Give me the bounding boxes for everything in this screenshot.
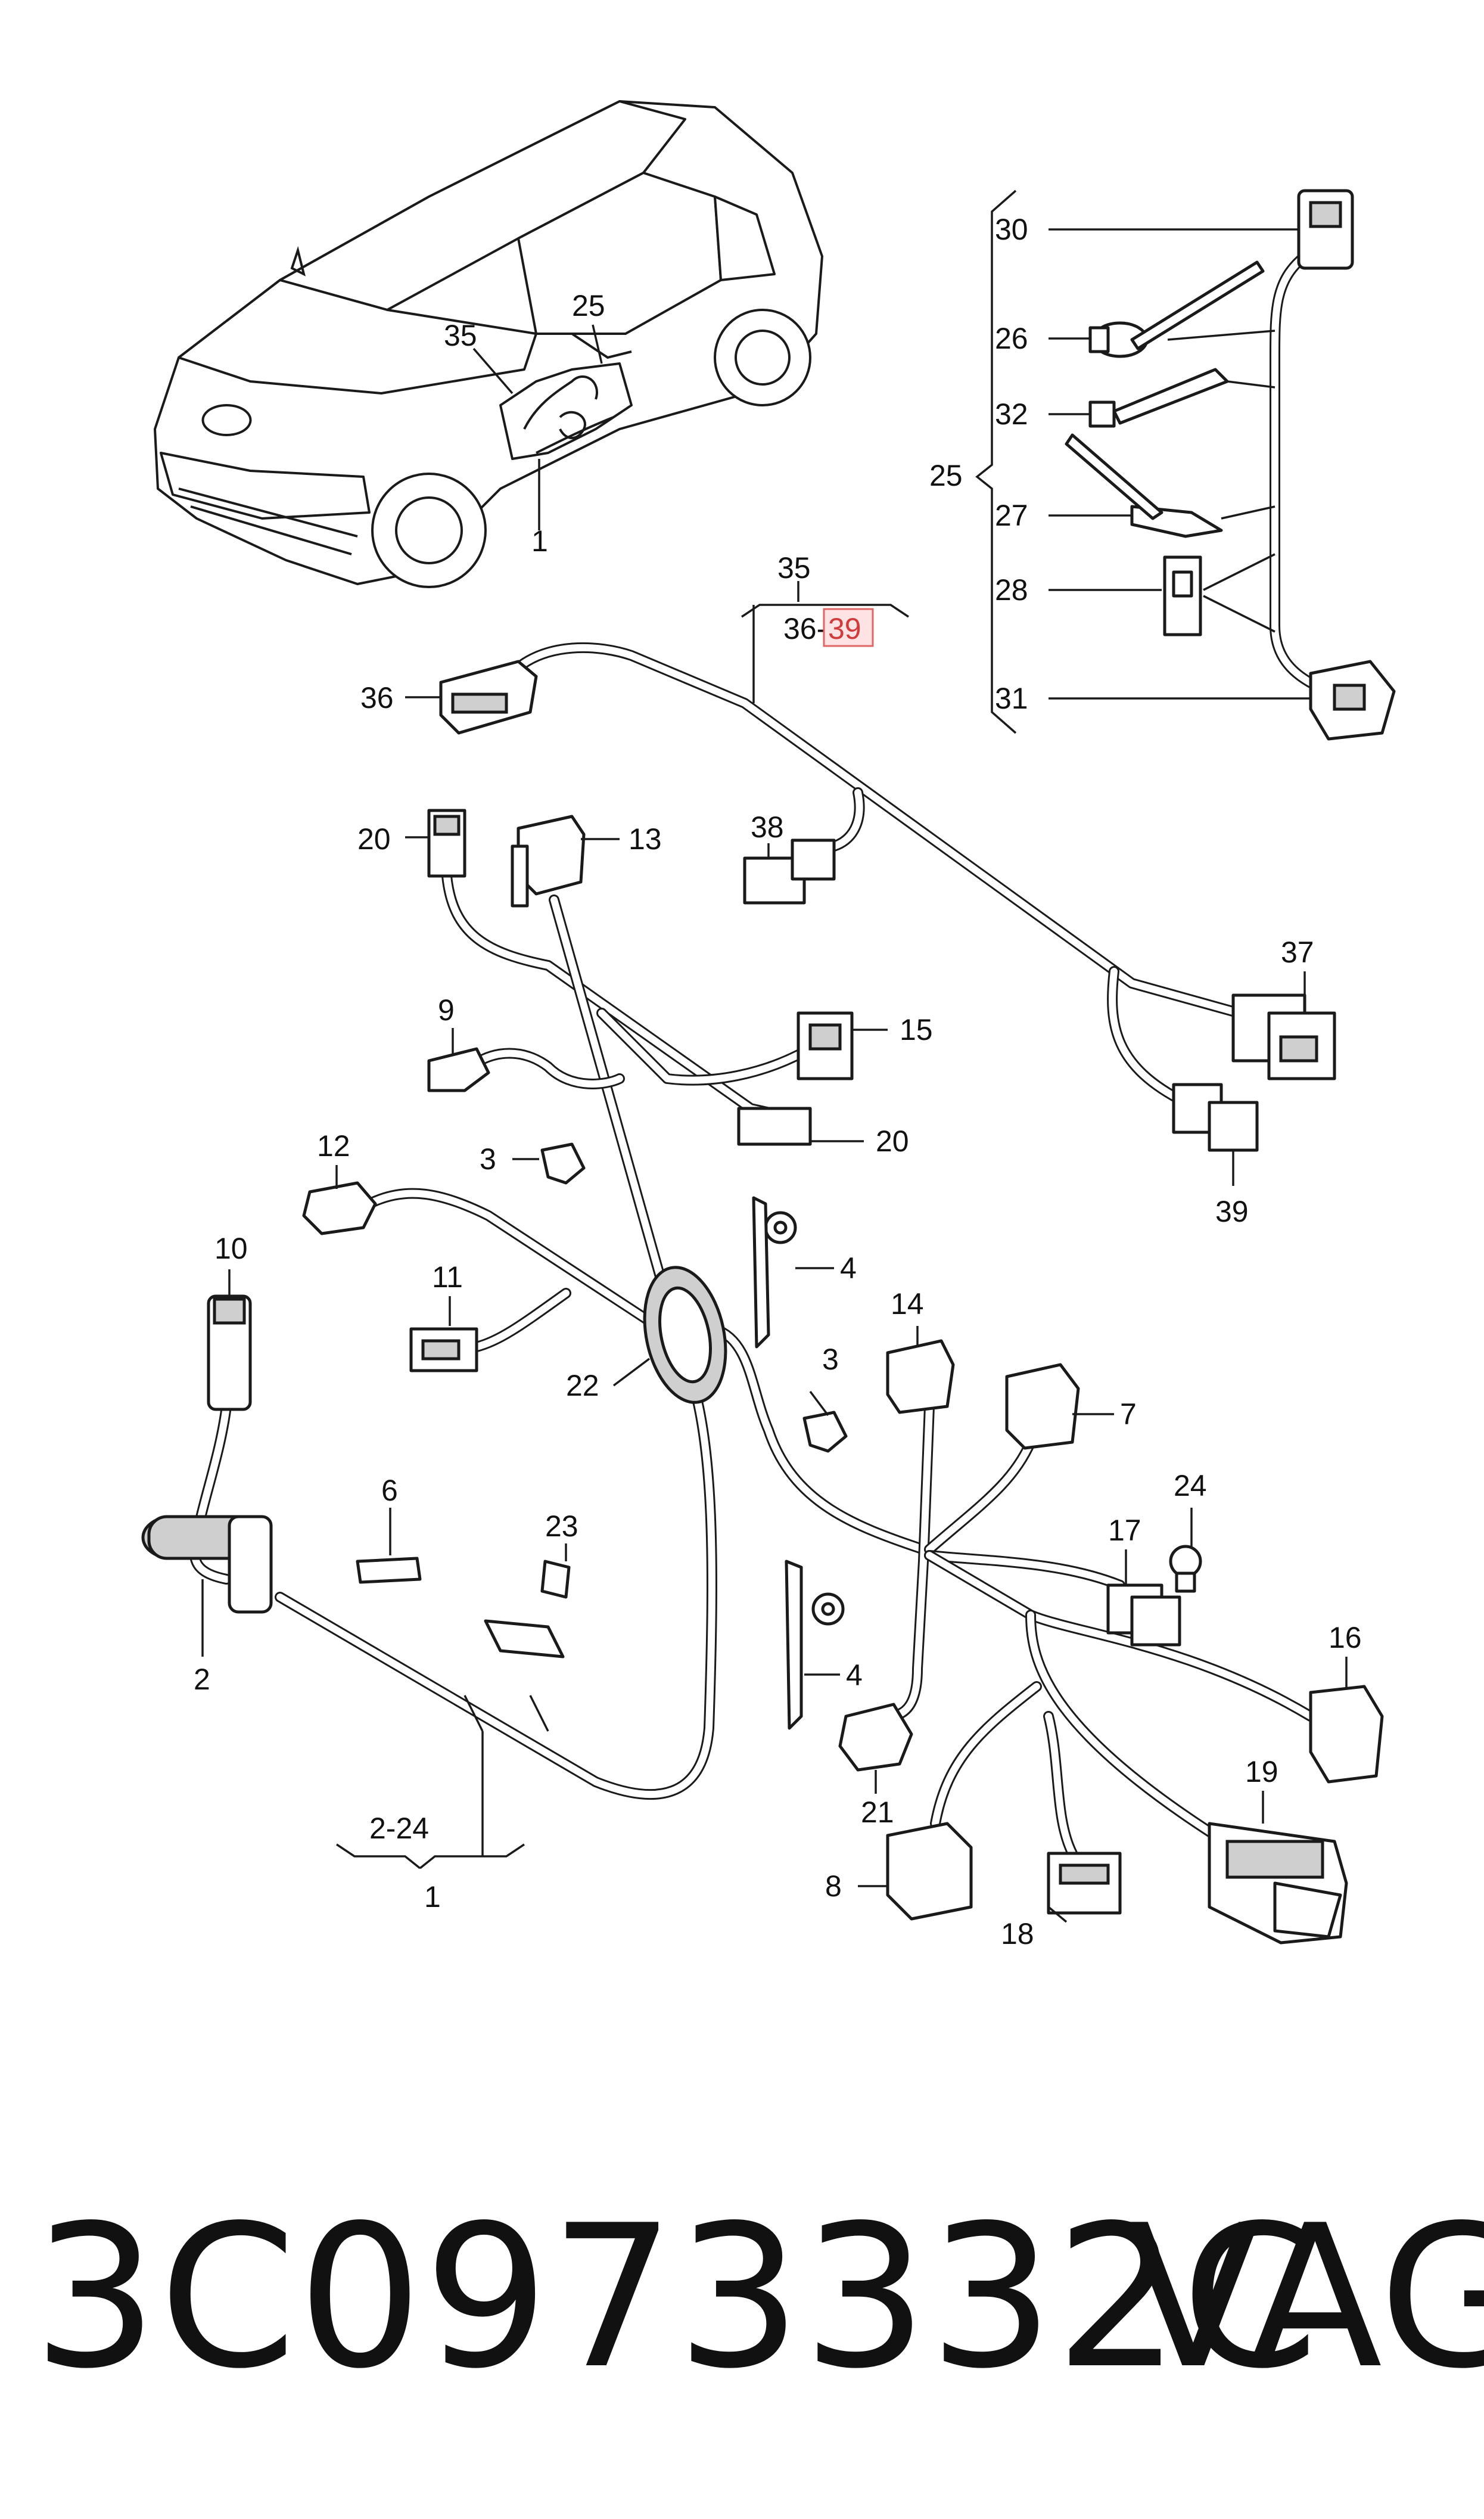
callout-23: 23 — [545, 1509, 578, 1543]
callout-2: 2 — [194, 1663, 210, 1696]
callout-22: 22 — [566, 1369, 599, 1402]
callout-15: 15 — [900, 1013, 933, 1046]
callout-1-car: 1 — [531, 524, 548, 558]
callout-9: 9 — [438, 993, 455, 1027]
wiring-harness-diagram: 35 25 1 25 30 26 32 27 — [141, 100, 1396, 1950]
callout-1: 1 — [424, 1880, 441, 1914]
callout-4-lower: 4 — [846, 1658, 863, 1692]
callout-32: 32 — [995, 397, 1028, 431]
callout-27: 27 — [995, 499, 1028, 532]
main-harness — [189, 642, 1316, 1859]
callout-3-top: 3 — [480, 1142, 496, 1176]
callout-18: 18 — [1001, 1917, 1034, 1950]
callout-7: 7 — [1120, 1397, 1137, 1431]
callout-6: 6 — [381, 1474, 398, 1507]
callout-20-lower: 20 — [876, 1125, 909, 1158]
callout-28: 28 — [995, 573, 1028, 607]
callout-16: 16 — [1329, 1621, 1362, 1654]
callout-35-car: 35 — [444, 319, 477, 352]
leaders — [201, 581, 1348, 1923]
car-illustration: 35 25 1 — [154, 100, 823, 588]
part-number-title: 3C0973332C — [33, 2183, 1320, 2412]
callout-37: 37 — [1281, 936, 1314, 969]
callout-21: 21 — [861, 1796, 894, 1829]
callout-11: 11 — [432, 1260, 463, 1294]
callout-19: 19 — [1245, 1755, 1278, 1788]
callout-35: 35 — [777, 551, 811, 585]
callout-3-lower: 3 — [822, 1343, 839, 1376]
callout-39: 39 — [1215, 1195, 1249, 1228]
callout-26: 26 — [995, 322, 1028, 355]
callout-17: 17 — [1108, 1514, 1141, 1547]
detail-group-25: 25 30 26 32 27 28 — [929, 189, 1396, 741]
callout-31: 31 — [995, 682, 1028, 715]
callout-24: 24 — [1174, 1469, 1207, 1502]
callout-10: 10 — [214, 1232, 248, 1265]
callout-20-top: 20 — [357, 822, 391, 856]
callout-2-24: 2-24 — [369, 1812, 429, 1845]
callout-13: 13 — [629, 822, 662, 856]
callout-12: 12 — [317, 1129, 350, 1163]
callout-25-car: 25 — [572, 289, 605, 322]
callout-8: 8 — [825, 1869, 842, 1903]
parts — [141, 660, 1384, 1945]
callout-36-range-start: 36- — [783, 612, 826, 645]
callout-36: 36 — [360, 681, 394, 715]
callout-14: 14 — [891, 1287, 924, 1321]
callout-4-top: 4 — [840, 1251, 857, 1285]
callout-labels: 35 36- 39 36 38 37 39 20 13 15 20 9 3 4 … — [194, 551, 1362, 1950]
callout-38: 38 — [751, 810, 784, 844]
callout-30: 30 — [995, 213, 1028, 246]
callout-25: 25 — [929, 459, 963, 492]
brand-title: VAG — [1126, 2183, 1484, 2412]
highlight-39 — [823, 608, 874, 647]
callout-36-range-end: 39 — [828, 612, 861, 645]
